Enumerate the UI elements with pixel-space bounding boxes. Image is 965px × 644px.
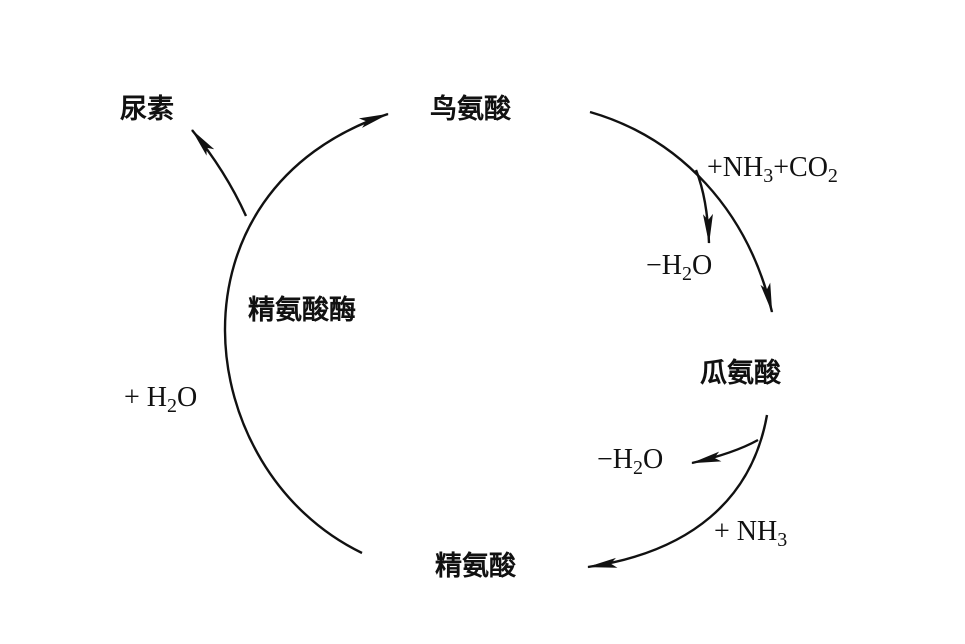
ornithine-label: 鸟氨酸 [430, 94, 511, 125]
arginine-to-ornithine-arc [223, 112, 389, 555]
minus-water-label-2: −H2O [597, 444, 664, 479]
urea-release-arrow [191, 129, 248, 217]
citrulline-label: 瓜氨酸 [700, 358, 781, 389]
arginine-label: 精氨酸 [435, 551, 516, 582]
urea-label: 尿素 [120, 94, 174, 125]
add-nh3-label: + NH3 [714, 516, 788, 551]
ornithine-to-citrulline-arc [589, 110, 774, 313]
water-release-arrow-1 [694, 169, 713, 244]
minus-water-label-1: −H2O [646, 250, 713, 285]
add-nh3-co2-label: +NH3+CO2 [707, 152, 838, 187]
arginase-label: 精氨酸酶 [248, 295, 356, 326]
citrulline-to-arginine-arc [587, 414, 769, 569]
water-release-arrow-2 [691, 438, 759, 465]
add-water-label: + H2O [124, 382, 198, 417]
